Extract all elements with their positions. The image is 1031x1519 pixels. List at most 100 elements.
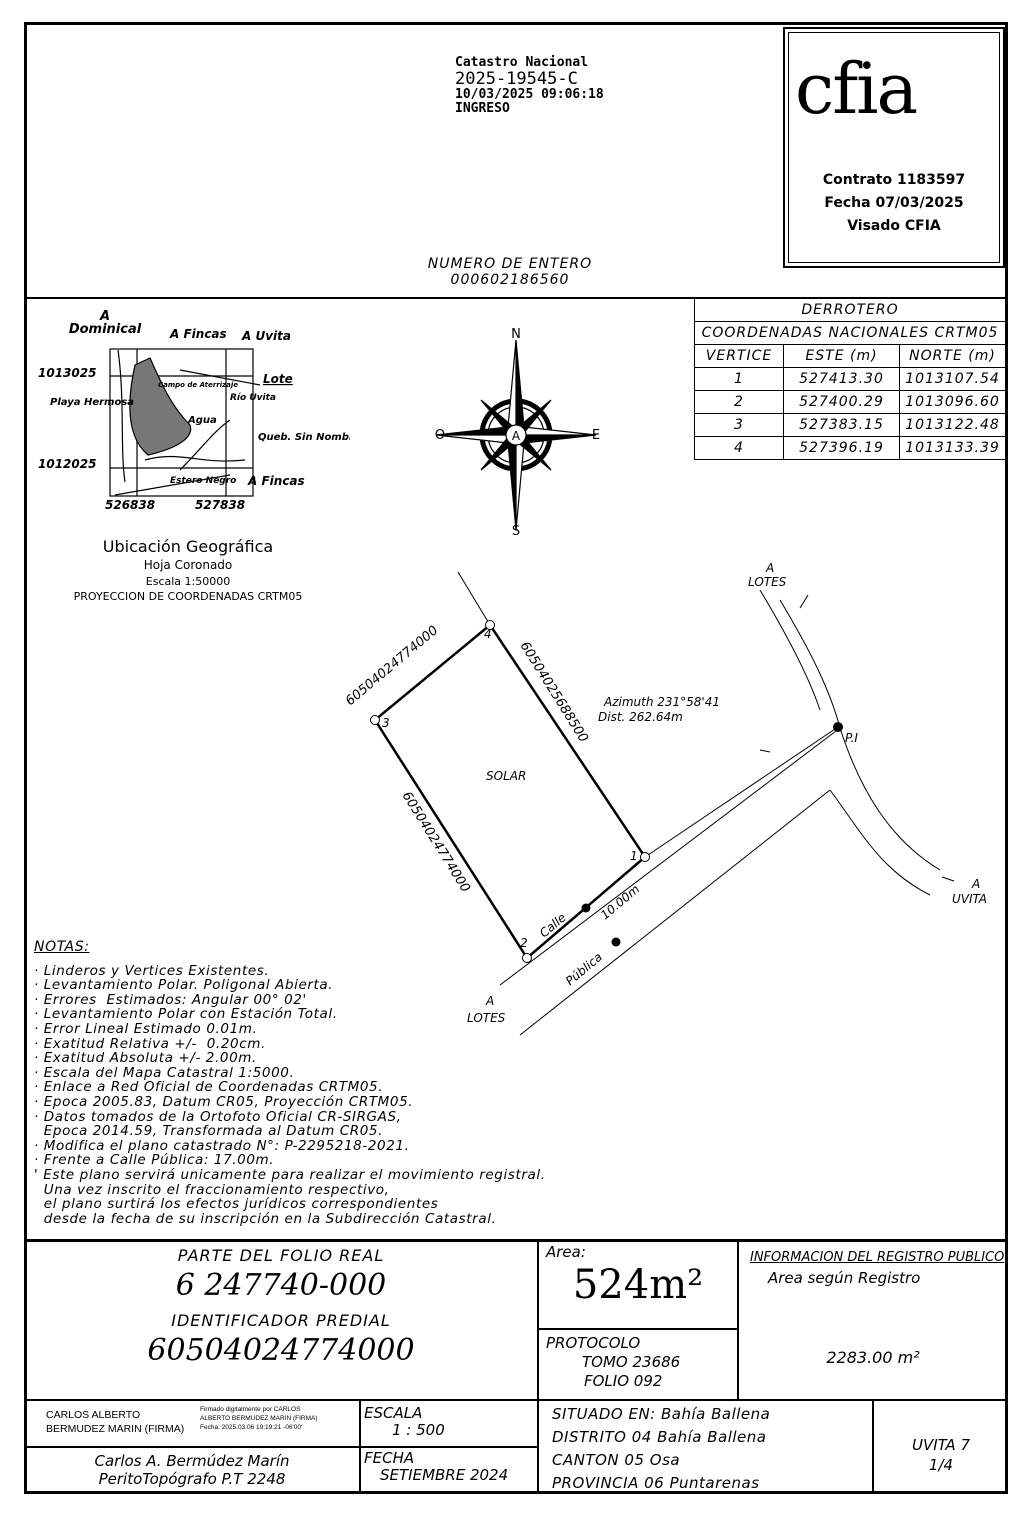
lot-drawing: 1 2 3 4 SOLAR 60504024774000 60504025688… [343, 561, 987, 1036]
tomo: TOMO 23686 [582, 1353, 681, 1371]
registro-title: INFORMACION DEL REGISTRO PUBLICO [750, 1250, 1005, 1265]
cfia-box: cfia Contrato 1183597 Fecha 07/03/2025 V… [783, 27, 1005, 268]
cfia-logo: cfia [795, 48, 918, 130]
folio: FOLIO 092 [584, 1372, 663, 1390]
fecha-label: FECHA [364, 1449, 415, 1467]
protocolo-label: PROTOCOLO [546, 1334, 641, 1352]
solar-label: SOLAR [486, 769, 526, 783]
compass-center: A [512, 429, 521, 443]
catastro-label: Catastro Nacional [455, 55, 589, 70]
situado-en: SITUADO EN: Bahía Ballena [552, 1405, 771, 1423]
registro: INFORMACION DEL REGISTRO PUBLICO Area se… [750, 1248, 1004, 1288]
derrotero-title: DERROTERO [694, 298, 1006, 322]
canton: CANTON 05 Osa [552, 1451, 681, 1469]
vertex-4-label: 4 [484, 627, 492, 641]
map-label-rio: Río Uvita [230, 393, 276, 403]
distance-label: Dist. 262.64m [598, 710, 683, 724]
cell-vertice: 3 [694, 413, 784, 437]
note-item: el plano surtirá los efectos jurídicos c… [34, 1196, 439, 1213]
escala: ESCALA 1 : 500 [364, 1405, 445, 1439]
derrotero-subtitle: COORDENADAS NACIONALES CRTM05 [694, 321, 1006, 345]
fecha-value: SETIEMBRE 2024 [380, 1466, 509, 1484]
map-label-uvita: A Uvita [241, 329, 291, 343]
sheet-info: UVITA 7 1/4 [874, 1435, 1008, 1475]
vertex-2-label: 2 [520, 936, 528, 950]
azimuth-label: Azimuth 231°58'41 [603, 695, 720, 709]
compass-east: E [592, 428, 600, 443]
notes-title: NOTAS: [34, 939, 90, 955]
surveyor: Carlos A. Bermúdez Marín PeritoTopógrafo… [24, 1452, 360, 1488]
map-scale: Escala 1:50000 [146, 575, 230, 588]
derrotero-table: DERROTERO COORDENADAS NACIONALES CRTM05 … [694, 298, 1006, 460]
map-label-agua: Agua [187, 415, 217, 426]
side-4-1-label: 60504025688500 [517, 639, 591, 745]
location-map: A Fincas A Uvita Lote Playa Hermosa Camp… [38, 327, 350, 603]
vertex-1-label: 1 [630, 849, 638, 863]
registro-sub: Area según Registro [768, 1269, 921, 1287]
lotes-top-label: LOTES [748, 575, 787, 589]
map-label-campo: Campo de Aterrizaje [158, 381, 238, 389]
cell-vertice: 4 [694, 436, 784, 460]
cfia-fecha: Fecha 07/03/2025 [824, 195, 964, 211]
folio-value: 6 247740-000 [175, 1268, 387, 1303]
ident-value: 60504024774000 [147, 1333, 415, 1368]
uvita-a: A [971, 877, 980, 891]
col-norte: NORTE (m) [899, 344, 1006, 368]
entero-value: 000602186560 [450, 272, 570, 288]
protocolo: PROTOCOLO TOMO 23686 FOLIO 092 [546, 1334, 680, 1391]
side-3-4-label: 60504024774000 [343, 623, 441, 709]
provincia: PROVINCIA 06 Puntarenas [552, 1474, 760, 1492]
notes-list: · Linderos y Vertices Existentes.· Levan… [34, 963, 546, 1227]
catastro-datetime: 10/03/2025 09:06:18 [455, 87, 604, 102]
map-y-tick: 1013025 [38, 366, 96, 380]
map-label-playa: Playa Hermosa [50, 397, 134, 408]
cell-este: 527396.19 [783, 436, 900, 460]
uvita-label: UVITA [952, 892, 987, 906]
lotes-bottom-label: LOTES [467, 1011, 506, 1025]
sheet-label: UVITA 7 [911, 1436, 971, 1454]
note-item: ' Este plano servirá unicamente para rea… [34, 1166, 546, 1183]
notes: NOTAS: · Linderos y Vertices Existentes.… [34, 940, 546, 1226]
compass-north: N [511, 327, 521, 342]
pi-label: P.I [845, 731, 858, 745]
plan-border [24, 22, 1008, 1494]
note-item: · Exatitud Absoluta +/- 2.00m. [34, 1050, 257, 1067]
map-x-tick: 527838 [195, 498, 245, 512]
escala-label: ESCALA [364, 1404, 423, 1422]
note-item: Una vez inscrito el fraccionamiento resp… [34, 1181, 390, 1198]
compass-rose: N S E O A [435, 327, 600, 539]
note-item: · Modifica el plano catastrado N°: P-229… [34, 1137, 410, 1154]
note-item: · Escala del Mapa Catastral 1:5000. [34, 1064, 295, 1081]
numero-entero: NUMERO DE ENTERO 000602186560 [400, 256, 620, 288]
cell-norte: 1013122.48 [899, 413, 1006, 437]
compass-west: O [435, 428, 445, 443]
note-item: desde la fecha de su inscripción en la S… [34, 1210, 497, 1227]
note-item: · Enlace a Red Oficial de Coordenadas CR… [34, 1079, 384, 1096]
map-label-fincas-top: A Fincas [169, 327, 227, 341]
catastro-status: INGRESO [455, 101, 510, 116]
folio-label: PARTE DEL FOLIO REAL [177, 1246, 385, 1265]
map-label-dominical: A Dominical [68, 309, 142, 337]
map-label-fincas-bottom: A Fincas [247, 474, 305, 488]
compass-south: S [512, 524, 520, 539]
note-item: · Levantamiento Polar con Estación Total… [34, 1006, 338, 1023]
divider [24, 297, 1008, 299]
cell-este: 527413.30 [783, 367, 900, 391]
note-item: Epoca 2014.59, Transformada al Datum CR0… [34, 1123, 384, 1140]
col-vertice: VERTICE [694, 344, 784, 368]
digital-signer-name: CARLOS ALBERTO BERMUDEZ MARIN (FIRMA) [46, 1409, 185, 1435]
map-sheet: Hoja Coronado [144, 558, 233, 572]
publica-label: Pública [563, 950, 605, 988]
page-number: 1/4 [928, 1456, 954, 1474]
map-label-queb: Queb. Sin Nombre [258, 432, 350, 443]
folio-section: PARTE DEL FOLIO REAL 6 247740-000 IDENTI… [24, 1246, 538, 1372]
surveyor-title: PeritoTopógrafo P.T 2248 [98, 1470, 286, 1488]
map-x-tick: 526838 [105, 498, 155, 512]
side-3-2-label: 60504024774000 [399, 789, 473, 895]
fecha: FECHA SETIEMBRE 2024 [364, 1450, 508, 1484]
distrito: DISTRITO 04 Bahía Ballena [552, 1428, 767, 1446]
note-item: · Exatitud Relativa +/- 0.20cm. [34, 1035, 266, 1052]
registro-area: 2283.00 m² [826, 1348, 920, 1367]
